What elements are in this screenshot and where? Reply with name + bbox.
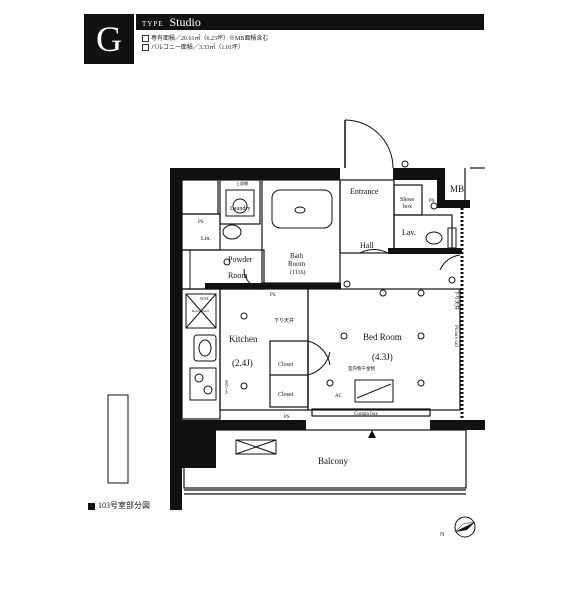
ps-label-2: PS — [284, 415, 290, 420]
laundry-room — [219, 179, 261, 225]
curtain-box — [311, 408, 431, 417]
entry-arrow-icon — [368, 430, 376, 438]
bed-room-outline — [307, 288, 461, 411]
powder-label-1: Powder — [228, 255, 253, 264]
fixtures — [107, 189, 457, 484]
entrance-label: Entrance — [350, 187, 379, 196]
ac-unit — [235, 439, 277, 455]
shoes-label-2: box — [403, 204, 412, 210]
wall-bottom-left — [216, 420, 306, 430]
ac-indoor — [354, 379, 394, 403]
ps-label-4: PS — [270, 293, 276, 298]
sink-icon — [193, 334, 217, 362]
bathtub-icon — [271, 189, 333, 229]
ps-closet — [181, 179, 219, 215]
laundry-tag: 上部棚 — [236, 180, 248, 186]
entrance-door-arc — [344, 119, 394, 169]
wm-label: W.M. — [200, 296, 209, 301]
bath-label-2: Room — [288, 260, 306, 268]
bedroom-label-2: (4.3J) — [372, 352, 393, 362]
mb-label: MB — [450, 184, 464, 194]
type-bar: TYPE Studio — [136, 14, 484, 30]
type-name: Studio — [169, 15, 201, 29]
refrigerator-label: Refrigerator — [192, 309, 210, 313]
refrigerator-box — [185, 293, 217, 329]
footer-caption: 103号室部分図 — [88, 500, 150, 511]
hanger-label: 室内物干金物 — [348, 365, 375, 372]
checkbox-icon — [142, 35, 149, 43]
wall-mb-bottom — [437, 200, 470, 208]
area-line-2: バルコニー面積／3.33㎡（1.01坪） — [142, 42, 244, 52]
type-letter-badge: G — [84, 14, 134, 64]
checkbox-icon — [142, 44, 149, 52]
bedroom-label-1: Bed Room — [363, 332, 402, 342]
curtain-box-label: Curtain box — [354, 412, 378, 417]
lin-label: Lin. — [201, 236, 211, 242]
wall-top-left — [170, 168, 340, 180]
lav-room — [393, 214, 453, 251]
powder-sink — [222, 224, 242, 240]
ac-label: AC — [335, 394, 343, 399]
washer-icon — [225, 189, 255, 217]
unit-103-mini-plan — [107, 394, 129, 484]
wm-size-label: W=1200 — [224, 380, 229, 394]
bath-label-1: Bath — [290, 252, 304, 260]
balcony-outline — [183, 429, 467, 489]
stove-icon — [189, 367, 217, 401]
area-line-1: 専有面積／20.61㎡（6.23坪）※MB面積含む — [142, 33, 268, 43]
wall-bath-bottom — [205, 283, 341, 289]
walls — [170, 168, 485, 510]
wall-mb-left — [437, 168, 445, 208]
interior-walls — [181, 167, 485, 495]
picture-rail-label: Picture rail — [453, 325, 458, 348]
drop-ceiling-label-1: 下り天井 — [274, 317, 294, 324]
balcony-label: Balcony — [318, 456, 348, 466]
kitchen-area — [219, 288, 309, 411]
wall-lav-bottom — [388, 248, 462, 254]
closet-label-1: Closet — [278, 362, 294, 368]
type-letter: G — [96, 19, 122, 59]
wall-left — [170, 168, 182, 426]
powder-label-2: Room — [228, 271, 248, 280]
kitchen-label-2: (2.4J) — [232, 358, 253, 368]
drop-ceiling-label-2: 下り天井 — [453, 290, 460, 310]
compass-icon: N — [440, 516, 476, 538]
hall-label: Hall — [360, 241, 375, 250]
wall-left-lower — [170, 420, 182, 510]
light-fixtures — [223, 160, 456, 390]
toilet-icon — [425, 231, 443, 245]
closet-label-2: Closet — [278, 392, 294, 398]
room-labels: 上部棚 Laundry Bath Room (1116) Powder Room… — [192, 180, 464, 466]
wall-bottom-right — [430, 420, 485, 430]
bath-label-3: (1116) — [290, 269, 306, 276]
kitchen-label-1: Kitchen — [229, 334, 258, 344]
square-bullet-icon — [88, 502, 95, 510]
shoes-label-1: Shoes — [400, 197, 415, 203]
wall-top-mid — [393, 168, 443, 180]
laundry-label: Laundry — [230, 206, 250, 212]
ps-label-3: PS — [429, 199, 435, 204]
ps-label-1: PS — [198, 220, 204, 225]
doors — [189, 119, 461, 376]
bathtub-drain — [294, 206, 306, 214]
lav-label: Lav. — [402, 228, 416, 237]
type-prefix: TYPE — [142, 20, 164, 28]
svg-text:N: N — [440, 532, 445, 538]
